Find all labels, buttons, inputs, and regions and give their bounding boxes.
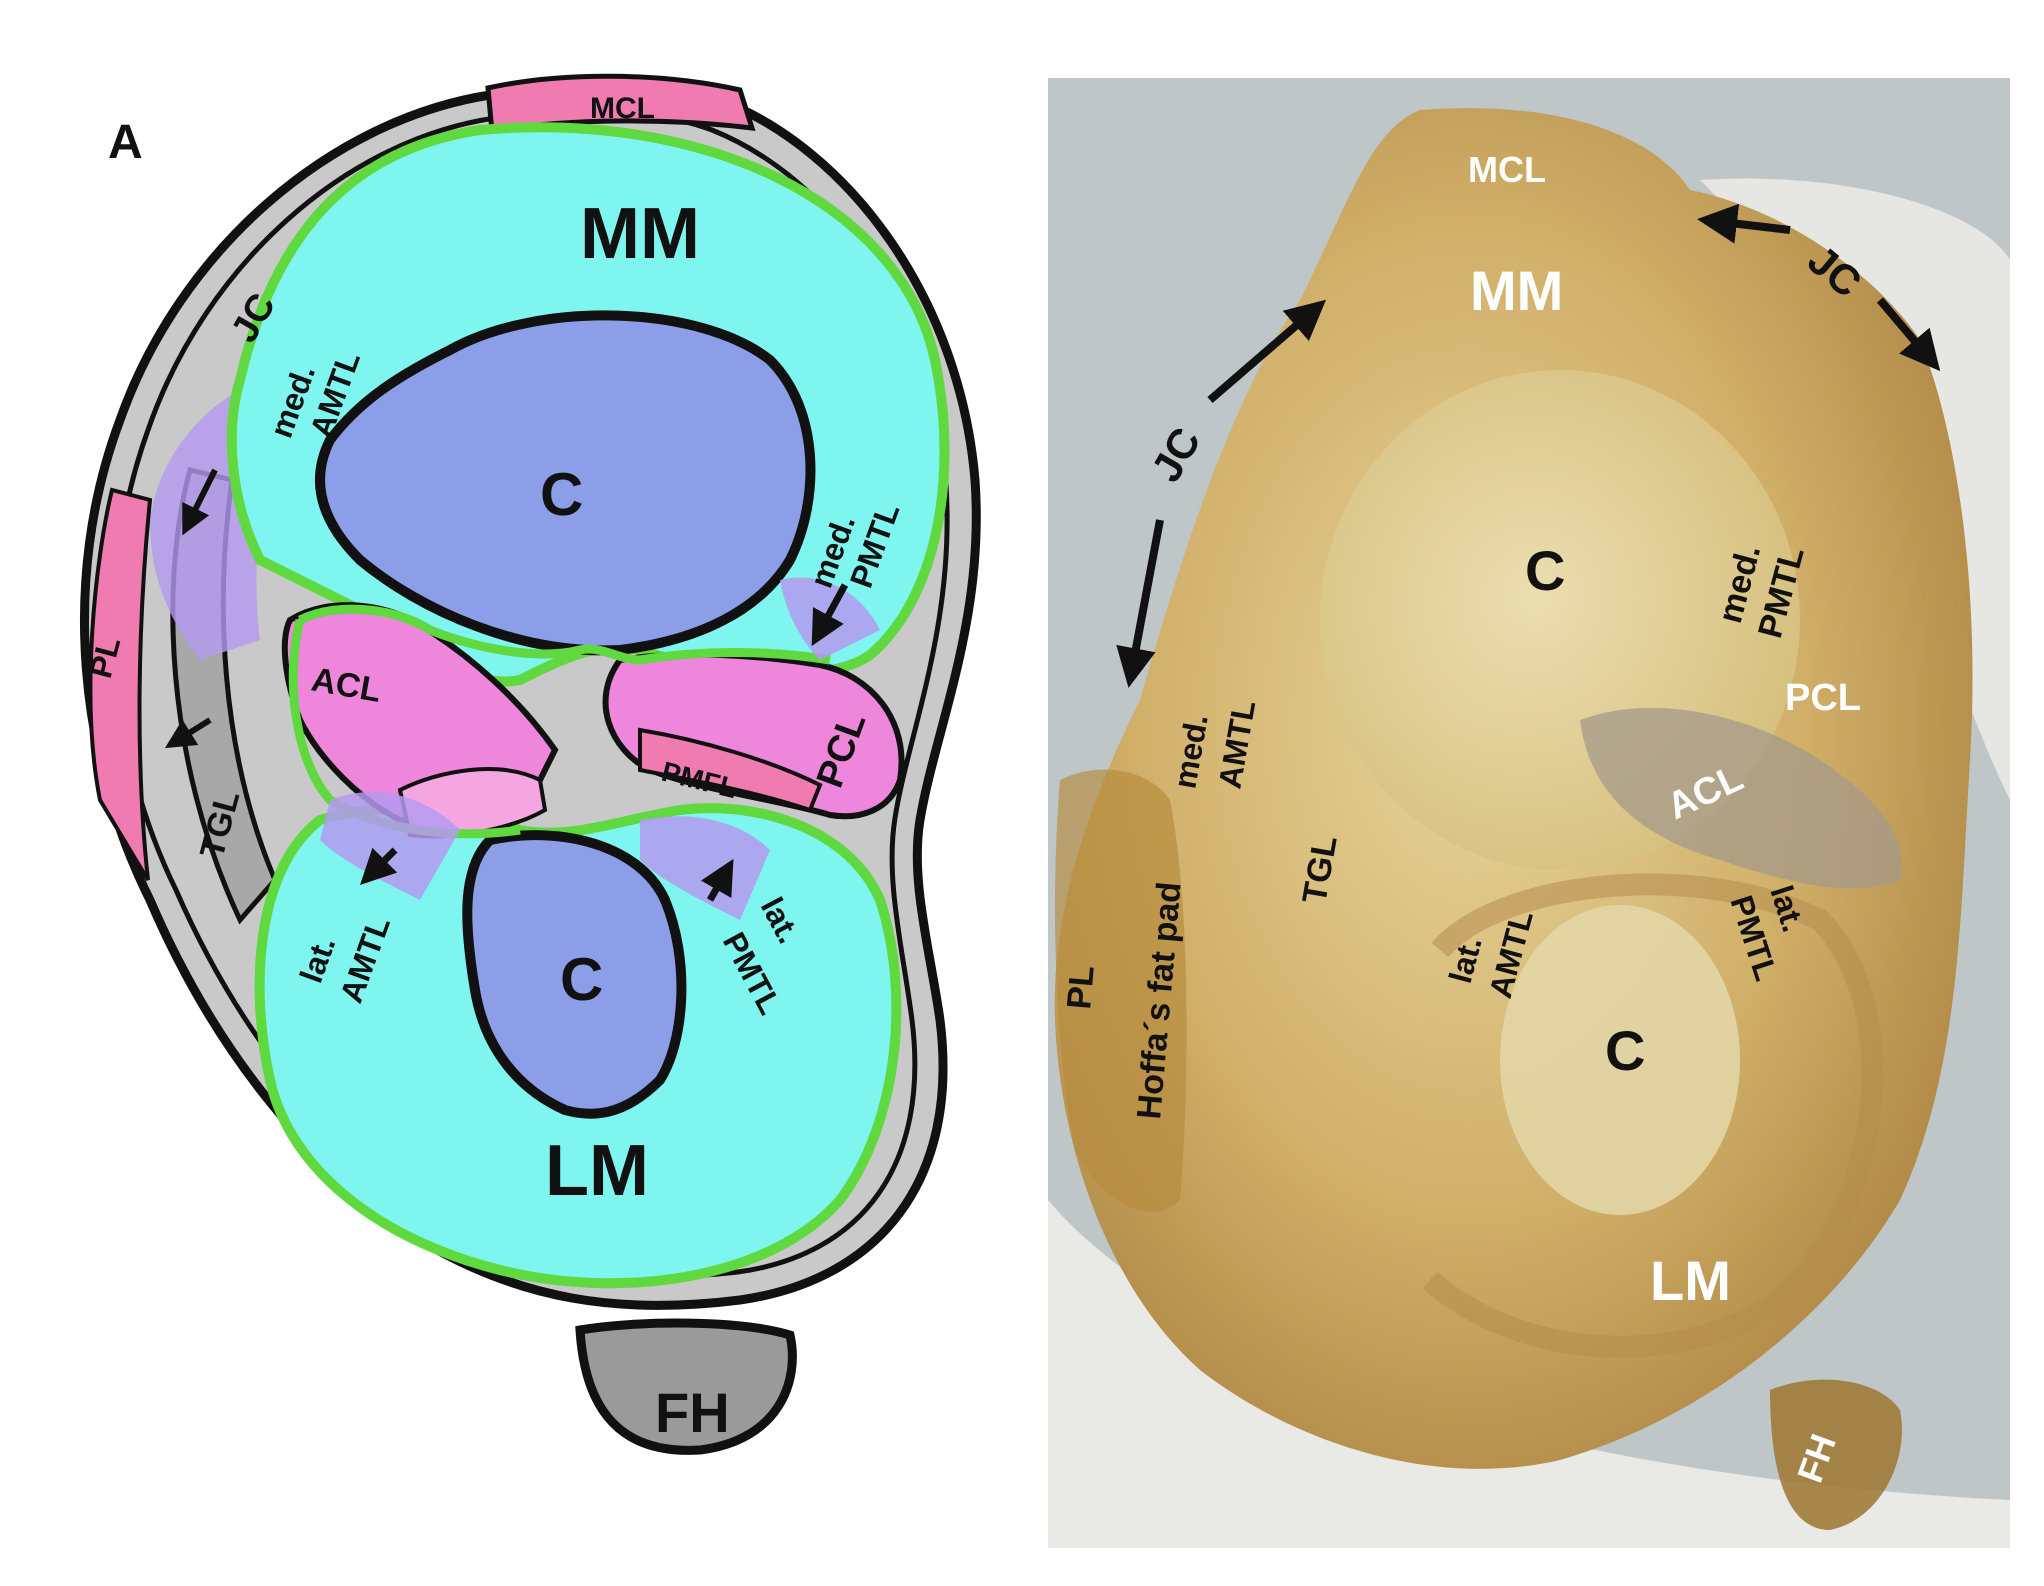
arrow-lat-amtl bbox=[360, 847, 398, 885]
a-lm-label: LM bbox=[545, 1131, 649, 1211]
patellar-ligament-band bbox=[88, 487, 153, 882]
photo-acl-pcl-tissue bbox=[1580, 707, 1902, 889]
arrow-lat-pmtl bbox=[700, 858, 734, 902]
photo-fibular-head bbox=[1770, 1379, 1902, 1530]
a-mm-label: MM bbox=[580, 194, 700, 274]
lateral-cartilage bbox=[462, 830, 687, 1119]
arrow-med-pmtl bbox=[811, 583, 849, 647]
panel-a-letter: A bbox=[108, 116, 143, 169]
b-arrow-jc-to-mm bbox=[1697, 203, 1791, 244]
medial-cartilage bbox=[315, 310, 816, 656]
photo-hoffa-pad bbox=[1055, 769, 1187, 1212]
b-pcl-label: PCL bbox=[1785, 677, 1861, 719]
b-lm-label: LM bbox=[1650, 1249, 1731, 1312]
b-arrow-jc-down-left bbox=[1116, 519, 1164, 688]
photo-lateral-cartilage bbox=[1500, 905, 1740, 1215]
b-mm-label: MM bbox=[1470, 259, 1563, 322]
a-c-lateral-label: C bbox=[560, 946, 603, 1013]
central-outline bbox=[297, 604, 831, 665]
panel-a-schematic: A bbox=[80, 73, 981, 1455]
pmfl-ligament bbox=[638, 727, 823, 813]
b-mcl-label: MCL bbox=[1468, 149, 1546, 190]
cloth-drape bbox=[1048, 1200, 2010, 1548]
arrow-tgl bbox=[164, 717, 212, 749]
b-c-medial-label: C bbox=[1525, 539, 1565, 602]
b-pl-label: PL bbox=[1060, 964, 1102, 1011]
b-c-lateral-label: C bbox=[1605, 1019, 1645, 1082]
panel-b-photo: B MCL MM JC JC C med. PMTL PCL ACL med. … bbox=[1048, 78, 2010, 1548]
lateral-anterior-horn-fibers bbox=[320, 791, 460, 900]
a-mcl-label: MCL bbox=[590, 92, 655, 125]
a-fh-label: FH bbox=[655, 1381, 730, 1444]
b-arrow-jc-up-left bbox=[1207, 299, 1327, 404]
a-c-medial-label: C bbox=[540, 461, 583, 528]
fibular-head bbox=[575, 1318, 797, 1455]
arrow-jc-a bbox=[182, 468, 218, 536]
b-arrow-jc-down-right bbox=[1876, 297, 1941, 372]
photo-lateral-meniscus-rim bbox=[1422, 873, 1884, 1358]
